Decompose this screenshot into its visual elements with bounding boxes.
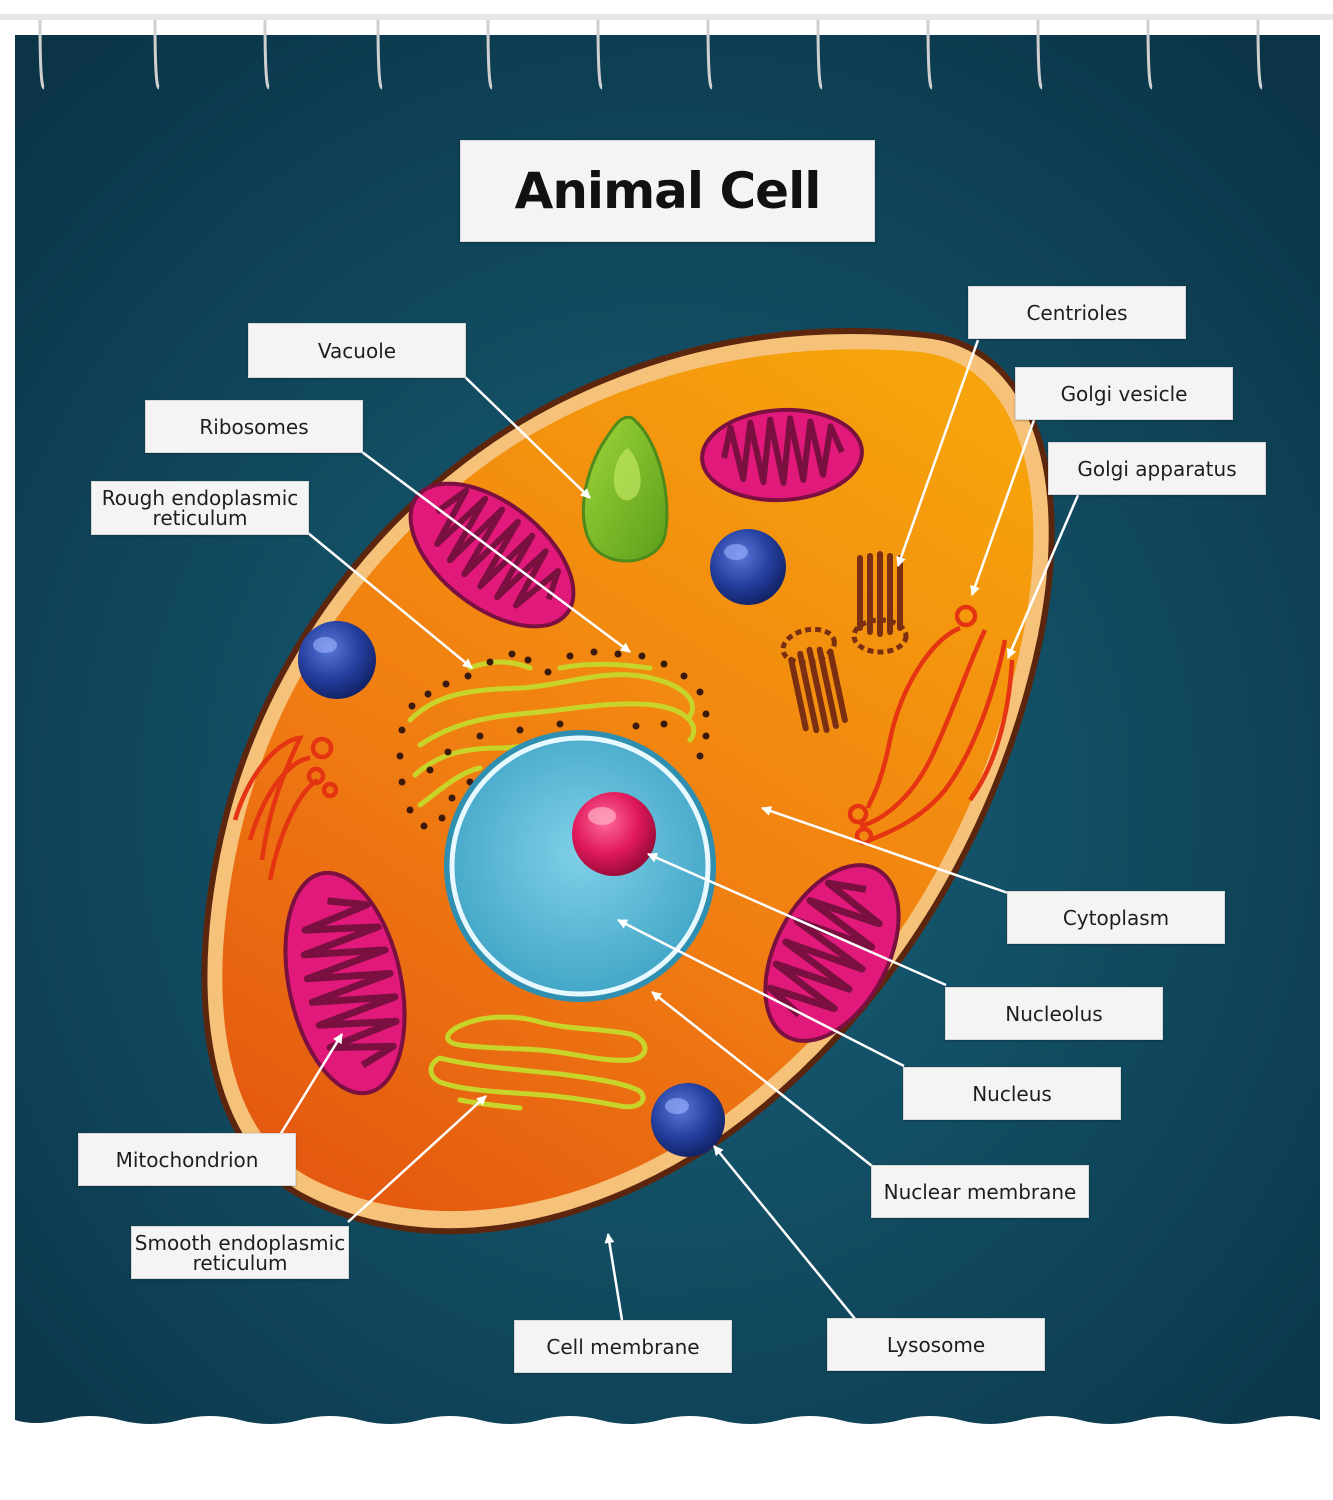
label-mitochondrion: Mitochondrion [78,1133,296,1186]
label-rough-er: Rough endoplasmic reticulum [91,481,309,535]
arrow-cell-membrane [604,1233,624,1321]
arrow-cytoplasm [761,806,1009,895]
label-smooth-er: Smooth endoplasmic reticulum [131,1226,349,1279]
label-ribosomes: Ribosomes [145,400,363,453]
arrow-ribosomes [361,450,631,654]
arrow-nucleolus [647,852,947,987]
label-cell-membrane: Cell membrane [514,1320,732,1373]
mitochondrion-right [763,863,901,1043]
centrioles [780,551,909,734]
arrow-golgi-apparatus [1006,494,1080,659]
curtain-rings [0,14,1333,90]
smooth-er [428,1014,648,1111]
arrow-rough-er [307,532,473,669]
vacuole [581,415,669,563]
arrow-vacuole [464,376,591,499]
golgi-apparatus-right [847,604,1015,846]
lysosomes [298,529,786,1157]
arrow-lysosome [713,1145,857,1321]
label-nucleus: Nucleus [903,1067,1121,1120]
arrow-nuclear-membrane [651,991,873,1167]
mitochondrion-left [283,870,407,1096]
nuclear-membrane [449,735,711,997]
annotation-arrows [278,339,1080,1321]
arrow-centrioles [896,339,980,567]
label-nucleolus: Nucleolus [945,987,1163,1040]
label-golgi-vesicle: Golgi vesicle [1015,367,1233,420]
label-golgi-apparatus: Golgi apparatus [1048,442,1266,495]
arrow-golgi-vesicle [970,419,1036,596]
diagram-title: Animal Cell [460,140,875,242]
nucleolus [572,792,656,876]
label-vacuole: Vacuole [248,323,466,378]
label-cytoplasm: Cytoplasm [1007,891,1225,944]
mitochondrion-top-right [700,407,864,503]
label-nuclear-membrane: Nuclear membrane [871,1165,1089,1218]
arrow-mitochondrion [278,1033,344,1136]
golgi-apparatus-left [232,735,339,881]
label-centrioles: Centrioles [968,286,1186,339]
label-lysosome: Lysosome [827,1318,1045,1371]
arrow-nucleus [617,918,905,1068]
arrow-smooth-er [347,1095,487,1223]
